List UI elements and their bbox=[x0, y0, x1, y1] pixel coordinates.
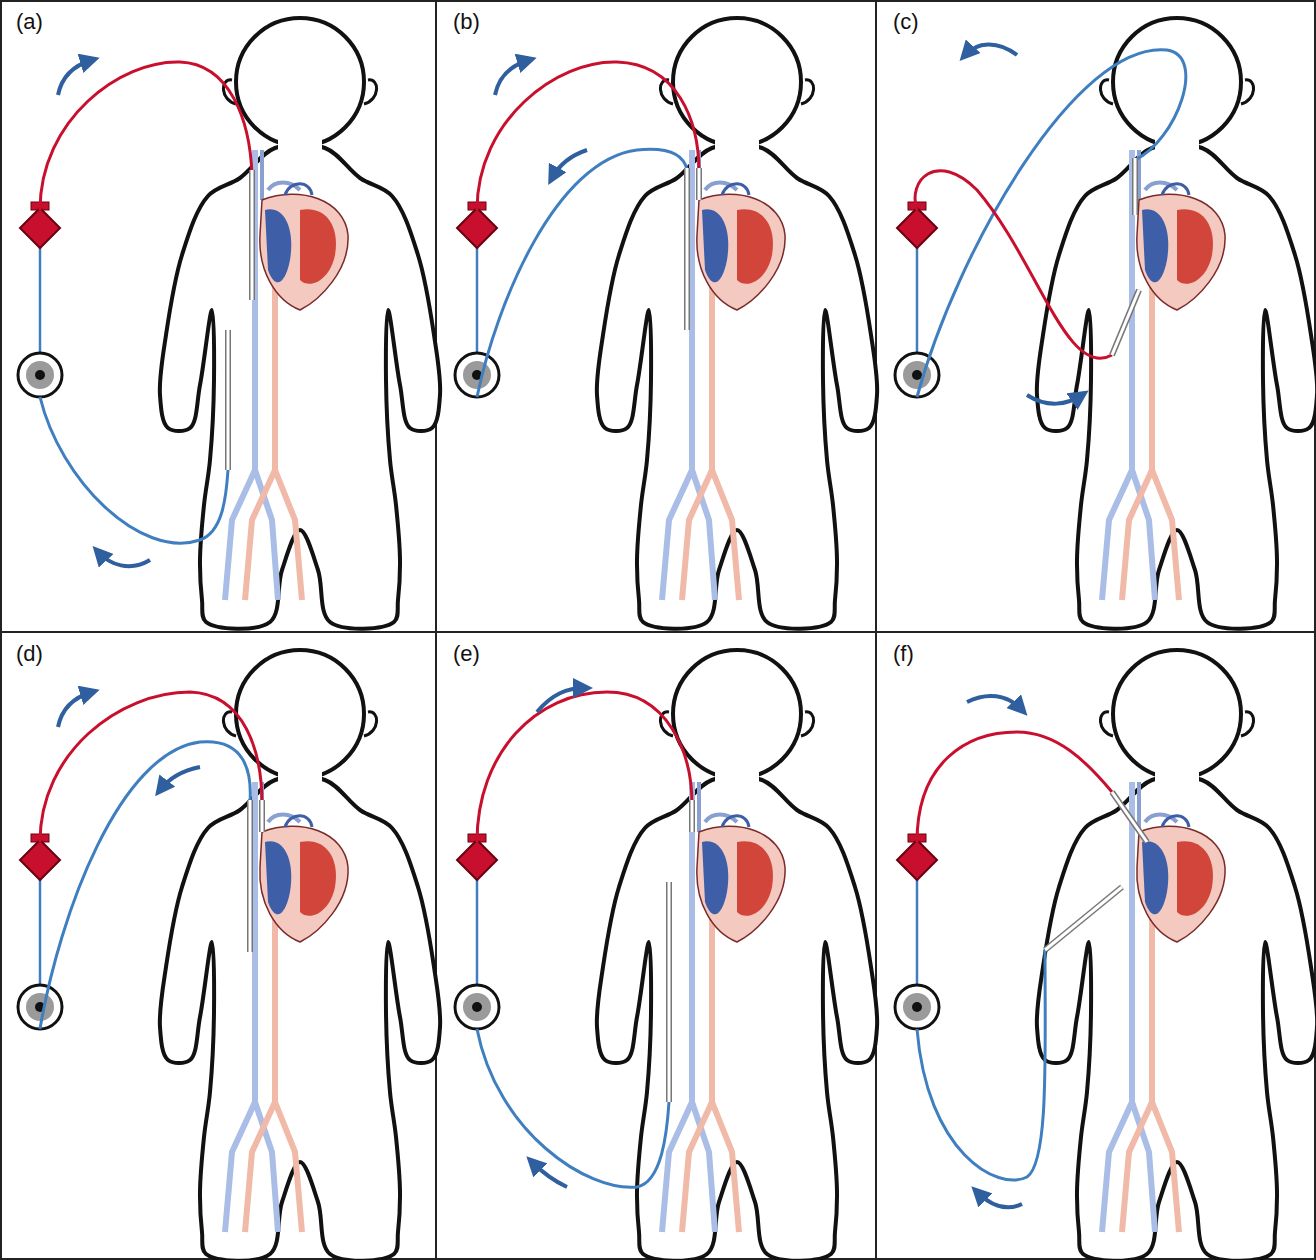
neck-join bbox=[278, 772, 322, 786]
cannula-lumen bbox=[686, 168, 689, 330]
centrifugal-pump bbox=[18, 353, 62, 397]
centrifugal-pump bbox=[455, 985, 499, 1029]
heart bbox=[697, 816, 785, 942]
circuit-tube bbox=[917, 950, 1045, 1180]
heart bbox=[260, 816, 348, 942]
panel-label: (d) bbox=[14, 642, 45, 666]
cannula bbox=[225, 330, 231, 470]
cannula-lumen bbox=[249, 800, 252, 952]
neck-join bbox=[1155, 140, 1199, 154]
circuit-tube bbox=[40, 397, 228, 543]
infant-ears bbox=[660, 712, 813, 736]
cannula-lumen bbox=[691, 800, 694, 832]
panel-label: (e) bbox=[451, 642, 482, 666]
heart bbox=[1137, 184, 1225, 310]
neck-join bbox=[1155, 772, 1199, 786]
infant-outline bbox=[1037, 776, 1316, 1260]
cannula bbox=[684, 168, 690, 330]
flow-arrow bbox=[495, 60, 529, 95]
cannula bbox=[666, 882, 672, 1102]
circuit-tube bbox=[477, 62, 699, 210]
panel-label: (b) bbox=[451, 10, 482, 34]
cannula bbox=[259, 800, 265, 832]
cannula-lumen bbox=[1112, 290, 1139, 355]
flow-arrow bbox=[537, 688, 585, 712]
infant-head bbox=[1113, 18, 1241, 146]
circuit-tube bbox=[917, 732, 1112, 842]
flow-arrow bbox=[98, 552, 150, 566]
flow-arrow bbox=[58, 60, 92, 95]
panel-label: (c) bbox=[891, 10, 921, 34]
heart bbox=[1137, 816, 1225, 942]
cannula-lumen bbox=[251, 170, 254, 300]
infant-ears bbox=[1100, 712, 1253, 736]
cannula bbox=[1112, 792, 1147, 842]
cannula bbox=[1112, 290, 1139, 355]
flow-arrow bbox=[967, 696, 1022, 710]
flow-arrow bbox=[160, 767, 200, 790]
flow-arrow bbox=[532, 1162, 567, 1187]
circuit-tube bbox=[477, 1029, 669, 1187]
flow-arrow bbox=[1027, 395, 1082, 404]
cannula-lumen bbox=[1134, 158, 1137, 215]
cannula-lumen bbox=[1112, 792, 1147, 842]
flow-arrow bbox=[58, 692, 92, 727]
cannula-lumen bbox=[261, 800, 264, 832]
infant-outline bbox=[160, 144, 440, 629]
infant-head bbox=[236, 18, 364, 146]
centrifugal-pump bbox=[895, 353, 939, 397]
cannula-lumen bbox=[1045, 887, 1122, 950]
circuit-tube bbox=[477, 149, 687, 397]
neck-join bbox=[278, 140, 322, 154]
circuit-tube bbox=[915, 171, 1112, 359]
infant-head bbox=[236, 650, 364, 778]
infant-outline bbox=[160, 776, 440, 1260]
flow-arrow bbox=[552, 150, 587, 178]
infant-outline bbox=[597, 144, 877, 629]
infant-outline bbox=[1037, 144, 1316, 629]
circuit-tube bbox=[40, 62, 252, 210]
centrifugal-pump bbox=[895, 985, 939, 1029]
infant-head bbox=[673, 650, 801, 778]
ecmo-panel bbox=[455, 650, 877, 1260]
panel-label: (a) bbox=[14, 10, 45, 34]
ecmo-panel bbox=[895, 650, 1316, 1260]
cannula bbox=[247, 800, 253, 952]
circuit-tube bbox=[917, 50, 1186, 397]
ecmo-panel bbox=[18, 18, 440, 629]
infant-head bbox=[1113, 650, 1241, 778]
cannula-lumen bbox=[668, 882, 671, 1102]
heart bbox=[260, 184, 348, 310]
ecmo-panel bbox=[895, 18, 1316, 629]
cannula bbox=[1045, 887, 1122, 950]
infant-ears bbox=[1100, 80, 1253, 104]
infant-ears bbox=[223, 80, 376, 104]
flow-arrow bbox=[977, 1192, 1022, 1207]
ecmo-panel bbox=[455, 18, 877, 629]
circuit-tube bbox=[40, 742, 250, 1029]
circuit-tube bbox=[477, 692, 692, 842]
cannula bbox=[249, 170, 255, 300]
neck-join bbox=[715, 140, 759, 154]
cannula-lumen bbox=[227, 330, 230, 470]
flow-arrow bbox=[965, 44, 1017, 55]
infant-ears bbox=[223, 712, 376, 736]
cannula-lumen bbox=[698, 168, 701, 200]
ecmo-panel bbox=[18, 650, 440, 1260]
cannula bbox=[689, 800, 695, 832]
neck-join bbox=[715, 772, 759, 786]
heart bbox=[697, 184, 785, 310]
cannula bbox=[1132, 158, 1138, 215]
cannula bbox=[696, 168, 702, 200]
panel-label: (f) bbox=[891, 642, 916, 666]
